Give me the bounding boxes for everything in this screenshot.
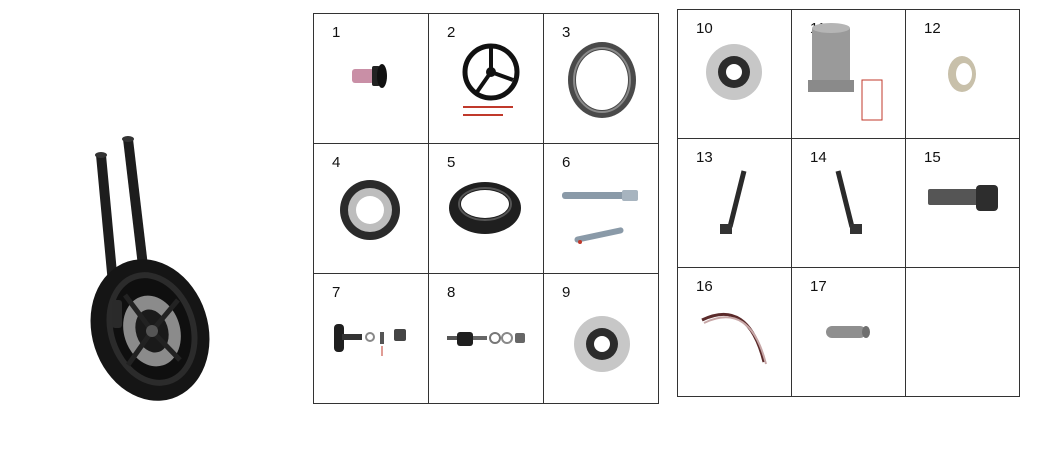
part-cell: 7 [313,273,429,404]
part-cell: 5 [428,143,544,274]
part-number: 10 [696,20,713,37]
part-number: 8 [447,284,456,301]
part-cell: 15 [905,138,1020,268]
tube-spacer-icon [826,326,870,338]
part-cell: 9 [543,273,659,404]
part-number: 15 [924,149,941,166]
right-fork-icon [835,170,862,234]
part-cell: 3 [543,13,659,144]
front-wheel-fork-assembly [90,136,210,401]
part-number: 16 [696,278,713,295]
part-cell: 14 [791,138,906,268]
part-number: 17 [810,278,827,295]
brake-disc-icon [706,44,762,100]
part-cell: 17 [791,267,906,397]
part-cell: 10 [677,9,792,139]
hex-bolt-icon [928,185,998,211]
bearing-icon [340,180,400,240]
part-number: 6 [562,154,571,171]
bolt-icon [352,64,387,88]
part-number: 2 [447,24,456,41]
tire-icon [449,182,521,234]
axle-icon [562,190,638,244]
brake-disc-icon [574,316,630,372]
axle-nut-kit-icon [447,332,525,346]
axle-bolt-kit-icon [334,324,406,356]
bushing-icon [948,56,976,92]
part-cell: 1 [313,13,429,144]
part-cell: 8 [428,273,544,404]
part-cell: 12 [905,9,1020,139]
part-number: 14 [810,149,827,166]
part-number: 5 [447,154,456,171]
part-number: 4 [332,154,341,171]
part-cell: 2 [428,13,544,144]
part-cell: 6 [543,143,659,274]
part-number: 9 [562,284,571,301]
part-cell: 11 [791,9,906,139]
part-cell: 16 [677,267,792,397]
part-number: 3 [562,24,571,41]
front-wheel [90,259,210,401]
wheel-rim-icon [462,43,520,116]
empty-cell [905,267,1020,397]
fender-strip-icon [701,312,767,365]
part-number: 1 [332,24,341,41]
left-fork-icon [720,170,747,234]
parts-grid-right: 10 11 12 13 [677,9,1020,397]
part-cell: 4 [313,143,429,274]
part-number: 13 [696,149,713,166]
parts-grid-left: 1 2 3 [313,13,659,404]
tire-ring-icon [568,42,636,118]
part-number: 12 [924,20,941,37]
spacer-sleeve-icon [808,23,883,121]
part-number: 7 [332,284,341,301]
part-cell: 13 [677,138,792,268]
